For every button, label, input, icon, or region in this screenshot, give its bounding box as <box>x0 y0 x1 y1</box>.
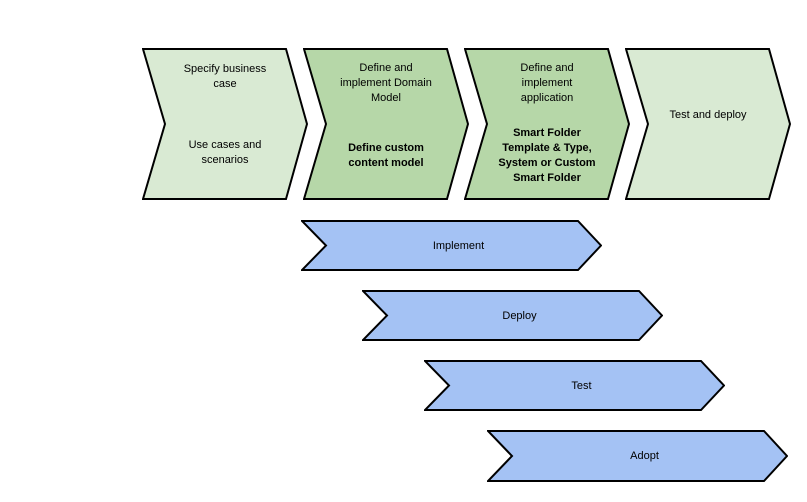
arrow-shape <box>424 360 725 411</box>
phase-arrow-implement: Implement <box>301 220 602 271</box>
stage-chevron-specify-business-case: Specify business case Use cases and scen… <box>142 48 308 200</box>
chevron-shape <box>464 48 630 200</box>
phase-arrow-test: Test <box>424 360 725 411</box>
chevron-shape <box>303 48 469 200</box>
stage-chevron-test-and-deploy: Test and deploy <box>625 48 791 200</box>
stage-chevron-application: Define and implement application Smart F… <box>464 48 630 200</box>
phase-arrow-deploy: Deploy <box>362 290 663 341</box>
arrow-shape <box>487 430 788 482</box>
phase-arrow-adopt: Adopt <box>487 430 788 482</box>
stage-chevron-domain-model: Define and implement Domain Model Define… <box>303 48 469 200</box>
chevron-shape <box>142 48 308 200</box>
chevron-shape <box>625 48 791 200</box>
arrow-shape <box>362 290 663 341</box>
arrow-shape <box>301 220 602 271</box>
